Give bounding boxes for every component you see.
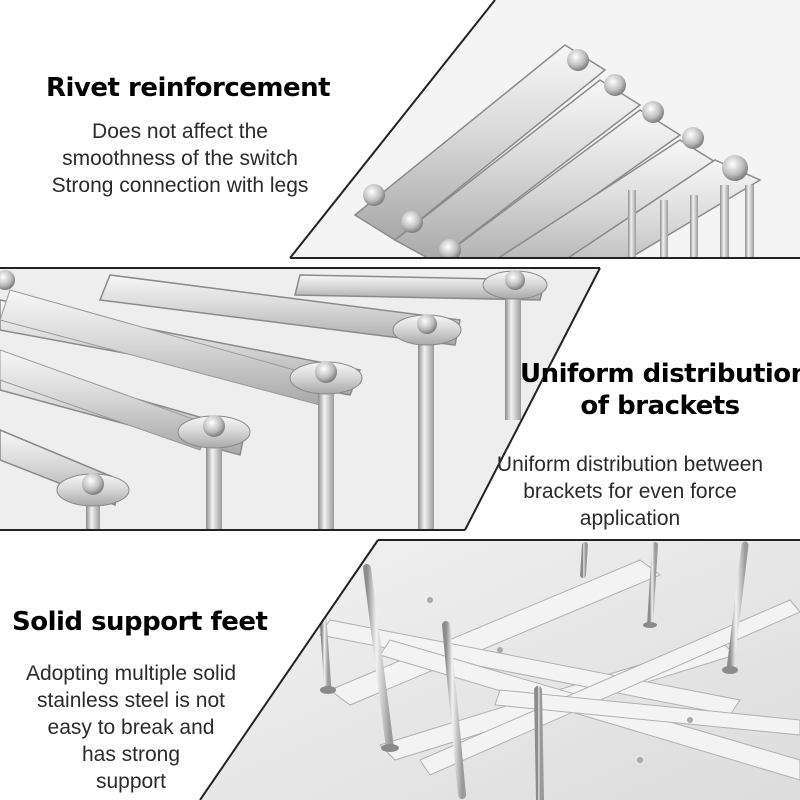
rivet-reinforcement-description: Does not affect the smoothness of the sw…: [51, 120, 309, 197]
solid-support-feet-description: Adopting multiple solid stainless steel …: [25, 662, 237, 793]
uniform-distribution-description: Uniform distribution between brackets fo…: [496, 453, 764, 530]
uniform-distribution-heading: Uniform distribution of brackets: [520, 359, 800, 421]
rivet-reinforcement-heading: Rivet reinforcement: [46, 73, 331, 103]
rivet-closeup-photo: [290, 0, 800, 258]
brackets-photo: [0, 268, 600, 530]
support-feet-photo: [200, 540, 800, 800]
solid-support-feet-heading: Solid support feet: [12, 607, 268, 637]
